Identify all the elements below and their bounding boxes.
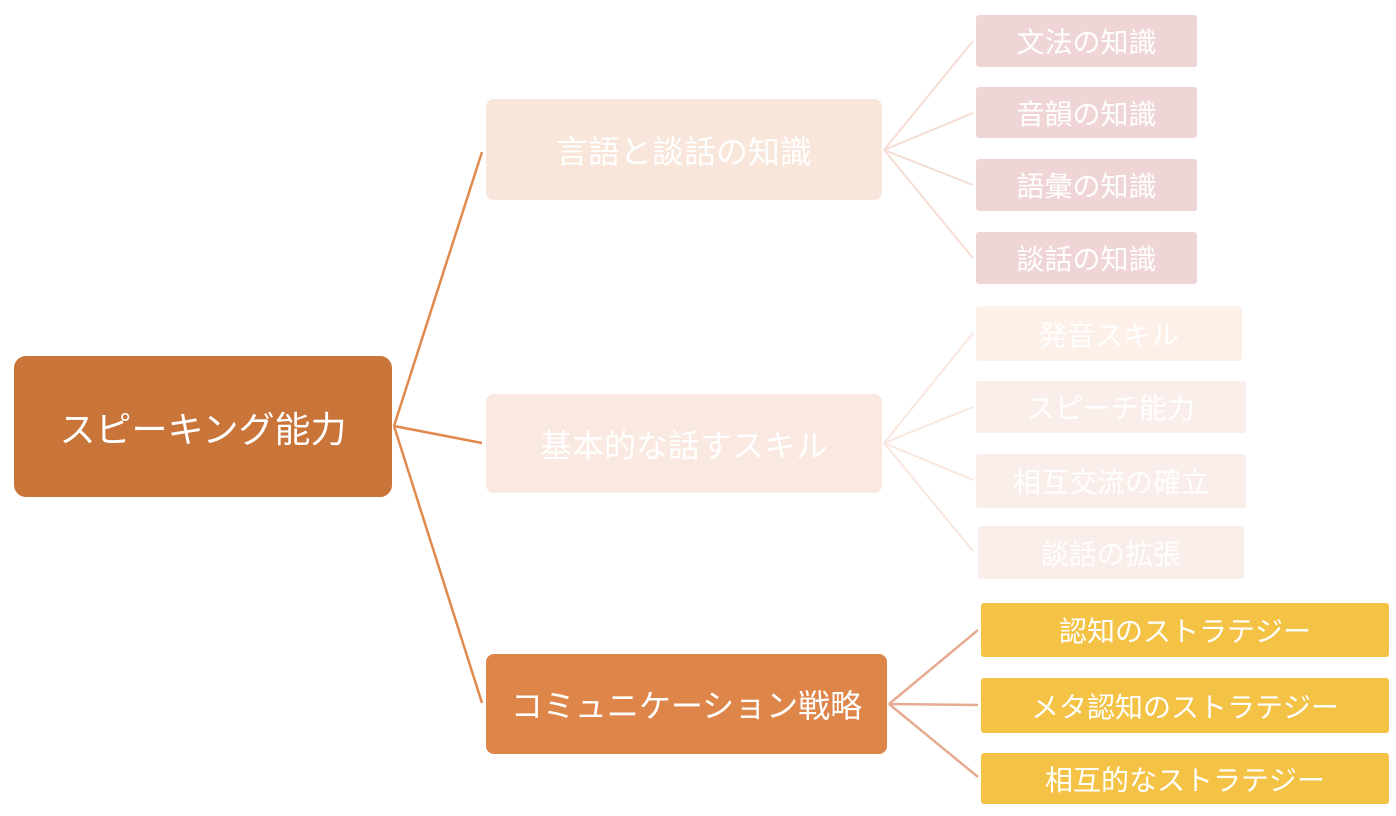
branch-label: コミュニケーション戦略 xyxy=(510,687,863,725)
leaf-node-grammar: 文法の知識 xyxy=(976,15,1197,67)
connector-branch-1-leaf-3 xyxy=(883,149,974,186)
connector-branch-2-leaf-2 xyxy=(883,406,974,444)
connector-branch-3-leaf-1 xyxy=(888,629,979,705)
connector-branch-1-leaf-2 xyxy=(883,112,974,151)
connector-root-branch-3 xyxy=(392,425,484,704)
leaf-label: 語彙の知識 xyxy=(1016,170,1157,203)
connector-branch-2-leaf-4 xyxy=(883,442,974,552)
leaf-node-metacognitive-strategy: メタ認知のストラテジー xyxy=(981,678,1389,733)
connector-branch-1-leaf-4 xyxy=(883,149,974,259)
leaf-label: 認知のストラテジー xyxy=(1058,615,1311,648)
connector-branch-3-leaf-3 xyxy=(888,703,979,778)
leaf-label: 談話の知識 xyxy=(1016,243,1157,276)
branch-node-communication-strategies: コミュニケーション戦略 xyxy=(486,654,887,754)
connector-root-branch-1 xyxy=(392,151,484,427)
leaf-node-discourse-expansion: 談話の拡張 xyxy=(978,526,1244,579)
leaf-node-discourse: 談話の知識 xyxy=(976,232,1197,284)
connector-root-branch-2 xyxy=(393,424,483,445)
leaf-label: 文法の知識 xyxy=(1016,26,1157,59)
leaf-node-pronunciation: 発音スキル xyxy=(976,306,1242,361)
branch-node-basic-skills: 基本的な話すスキル xyxy=(486,394,882,493)
leaf-label: スピーチ能力 xyxy=(1026,392,1195,425)
root-node: スピーキング能力 xyxy=(14,356,392,497)
branch-label: 言語と談話の知識 xyxy=(555,132,812,171)
connector-branch-1-leaf-1 xyxy=(883,40,974,151)
branch-node-knowledge: 言語と談話の知識 xyxy=(486,99,882,200)
leaf-node-vocabulary: 語彙の知識 xyxy=(976,159,1197,211)
leaf-node-cognitive-strategy: 認知のストラテジー xyxy=(981,603,1389,657)
leaf-label: 談話の拡張 xyxy=(1040,537,1181,571)
leaf-node-interaction: 相互交流の確立 xyxy=(976,454,1246,508)
leaf-label: 発音スキル xyxy=(1038,318,1179,352)
leaf-node-interactive-strategy: 相互的なストラテジー xyxy=(981,753,1389,804)
leaf-label: 音韻の知識 xyxy=(1016,97,1157,131)
leaf-label: 相互的なストラテジー xyxy=(1044,763,1325,797)
connector-branch-3-leaf-2 xyxy=(888,702,979,707)
leaf-node-phonology: 音韻の知識 xyxy=(976,87,1197,138)
leaf-label: メタ認知のストラテジー xyxy=(1030,690,1339,724)
root-label: スピーキング能力 xyxy=(59,409,347,451)
branch-label: 基本的な話すスキル xyxy=(539,426,828,465)
leaf-node-speech: スピーチ能力 xyxy=(976,381,1246,433)
connector-branch-2-leaf-3 xyxy=(883,442,974,481)
connector-branch-2-leaf-1 xyxy=(883,332,974,444)
leaf-label: 相互交流の確立 xyxy=(1012,466,1209,499)
